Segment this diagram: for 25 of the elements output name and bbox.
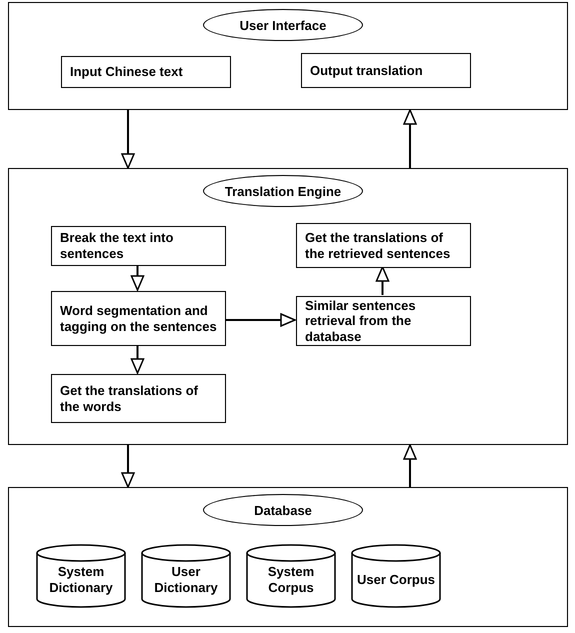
- database-cylinder: User Corpus: [351, 544, 441, 608]
- process-box: Word segmentation and tagging on the sentences: [51, 291, 226, 346]
- layer-panel: [8, 168, 568, 445]
- layer-title: User Interface: [203, 9, 363, 41]
- process-box: Similar sentences retrieval from the database: [296, 296, 471, 346]
- database-cylinder: System Corpus: [246, 544, 336, 608]
- arrow: [121, 110, 135, 169]
- arrow: [130, 265, 144, 291]
- process-box: Input Chinese text: [61, 56, 231, 88]
- process-box: Get the translations of the words: [51, 374, 226, 423]
- layer-panel: [8, 2, 568, 110]
- database-cylinder: System Dictionary: [36, 544, 126, 608]
- layer-panel: [8, 487, 568, 627]
- arrow: [403, 444, 417, 487]
- layer-title: Translation Engine: [203, 175, 363, 207]
- layer-title: Database: [203, 494, 363, 526]
- arrow: [130, 345, 144, 374]
- arrow: [403, 109, 417, 168]
- process-box: Get the translations of the retrieved sentences: [296, 223, 471, 268]
- arrow: [121, 445, 135, 488]
- database-cylinder: User Dictionary: [141, 544, 231, 608]
- arrow: [225, 313, 296, 327]
- process-box: Output translation: [301, 53, 471, 88]
- arrow: [376, 266, 390, 295]
- process-box: Break the text into sentences: [51, 226, 226, 266]
